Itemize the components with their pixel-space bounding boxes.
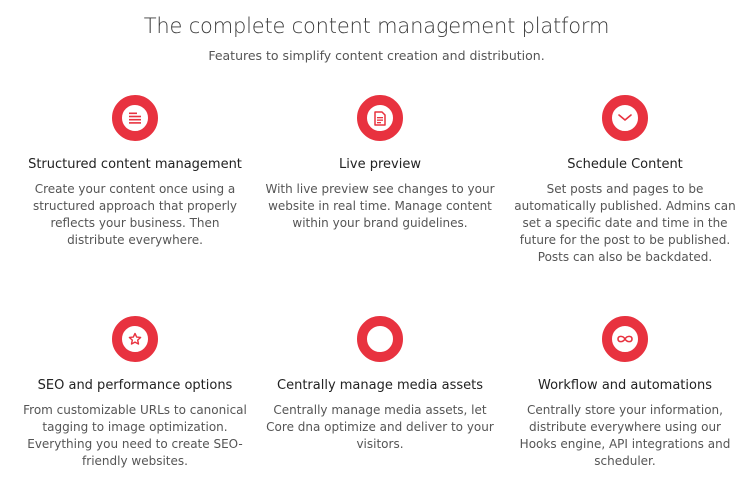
page-subtitle: Features to simplify content creation an… — [208, 48, 545, 63]
feature-workflow-automations: Workflow and automations Centrally store… — [510, 316, 740, 470]
feature-description: From customizable URLs to canonical tagg… — [23, 403, 247, 468]
feature-structured-content: Structured content management Create you… — [20, 95, 250, 249]
feature-description: Set posts and pages to be automatically … — [514, 182, 736, 264]
feature-title: Live preview — [339, 157, 421, 172]
feature-title: Workflow and automations — [538, 378, 712, 393]
feature-title: SEO and performance options — [37, 378, 233, 393]
empty-ring-icon — [357, 316, 403, 362]
feature-media-assets: Centrally manage media assets Centrally … — [265, 316, 495, 453]
feature-schedule-content: Schedule Content Set posts and pages to … — [510, 95, 740, 266]
feature-title: Schedule Content — [567, 157, 683, 172]
feature-title: Structured content management — [28, 157, 242, 172]
feature-description: Centrally store your information, distri… — [519, 403, 731, 468]
feature-live-preview: Live preview With live preview see chang… — [265, 95, 495, 232]
feature-title: Centrally manage media assets — [277, 378, 483, 393]
feature-description: With live preview see changes to your we… — [265, 182, 495, 230]
star-icon — [112, 316, 158, 362]
feature-description: Centrally manage media assets, let Core … — [266, 403, 494, 451]
list-lines-icon — [112, 95, 158, 141]
feature-description: Create your content once using a structu… — [32, 182, 238, 247]
page-title: The complete content management platform — [143, 14, 610, 38]
document-icon — [357, 95, 403, 141]
clock-icon — [602, 95, 648, 141]
infinity-icon — [602, 316, 648, 362]
feature-seo-performance: SEO and performance options From customi… — [20, 316, 250, 470]
